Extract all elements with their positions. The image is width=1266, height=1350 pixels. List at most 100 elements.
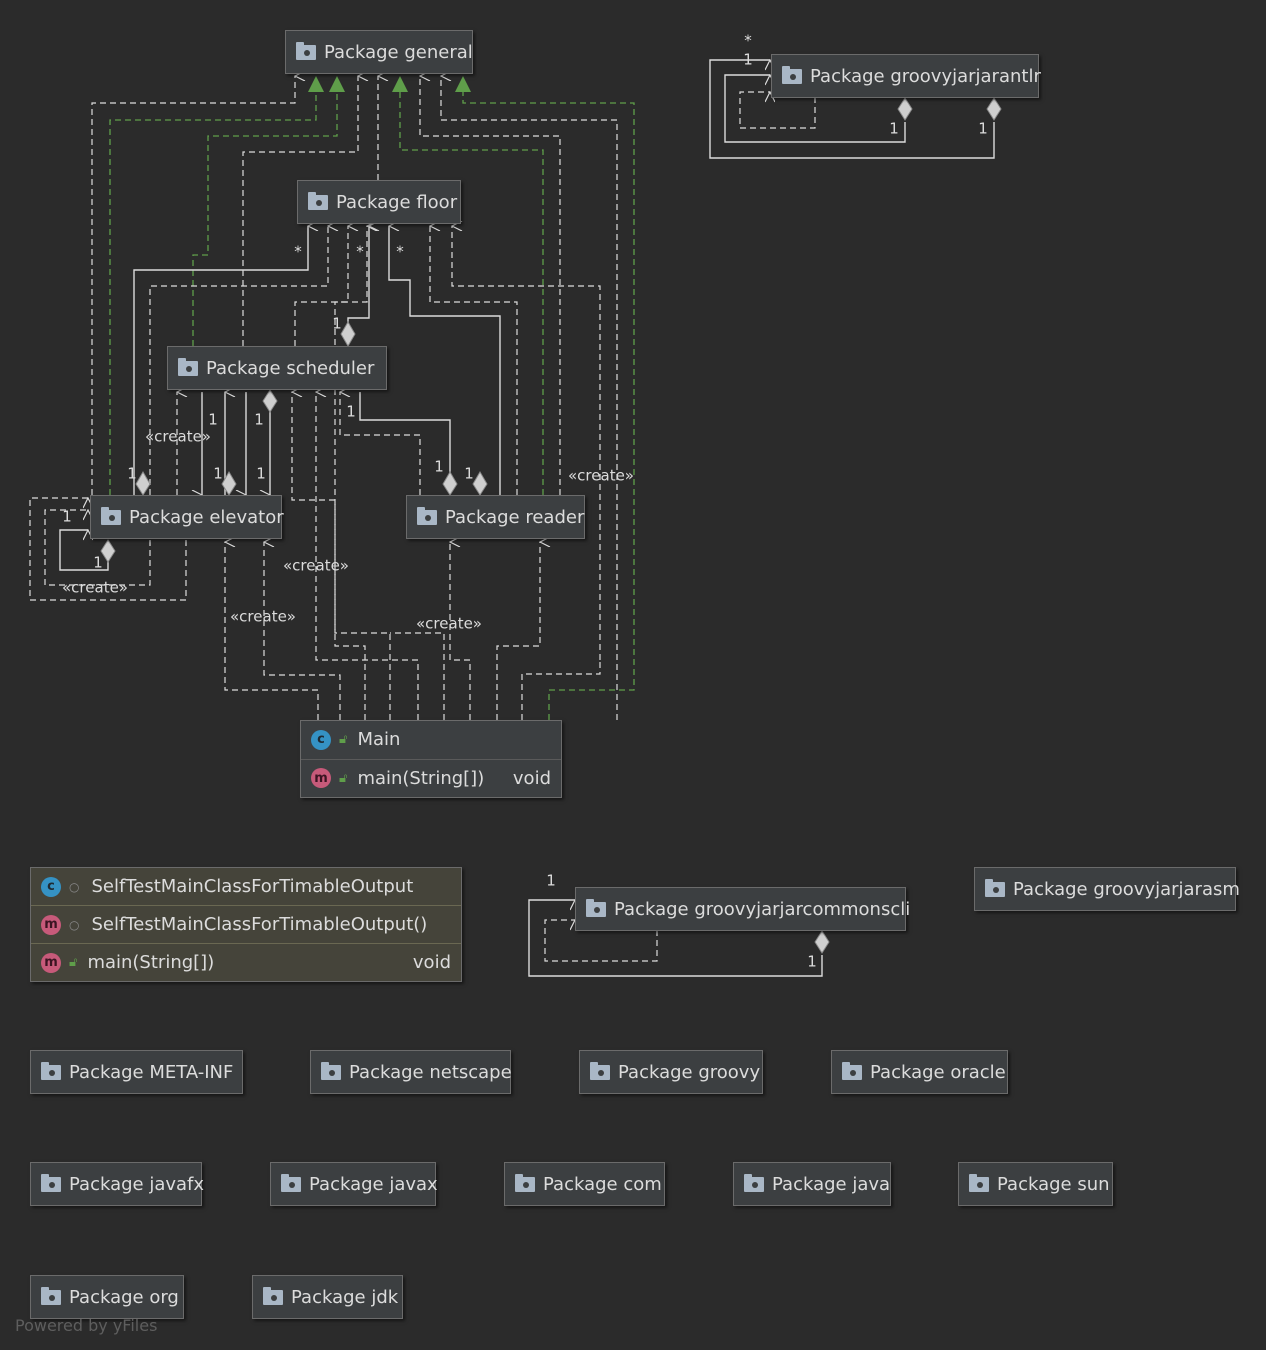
folder-icon: [590, 1061, 610, 1080]
multiplicity-label: *: [294, 242, 302, 261]
package-floor-node[interactable]: Package floor: [297, 180, 461, 224]
selftest-class-node[interactable]: c ○ SelfTestMainClassForTimableOutput m …: [30, 867, 462, 982]
public-lock-icon: 🔓︎: [339, 770, 348, 786]
package-reader-node[interactable]: Package reader: [406, 495, 585, 539]
multiplicity-label: 1: [464, 464, 474, 483]
package-oracle-node[interactable]: Package oracle: [831, 1050, 1008, 1094]
package-label: Package javax: [309, 1173, 438, 1195]
class-icon: c: [41, 876, 61, 897]
method-icon: m: [41, 952, 61, 973]
folder-icon: [969, 1173, 989, 1192]
method-row[interactable]: m 🔓︎ main(String[]) void: [301, 760, 561, 798]
package-label: Package oracle: [870, 1061, 1006, 1083]
package-scheduler-node[interactable]: Package scheduler: [167, 346, 387, 390]
package-label: Package groovyjarjarasm: [1013, 878, 1240, 900]
multiplicity-label: *: [356, 242, 364, 261]
multiplicity-label: *: [396, 242, 404, 261]
package-label: Package groovyjarjarcommonscli: [614, 898, 911, 920]
package-label: Package reader: [445, 506, 585, 528]
package-label: Package jdk: [291, 1286, 399, 1308]
method-signature: main(String[]): [357, 767, 485, 789]
create-label: «create»: [568, 466, 634, 485]
package-label: Package java: [772, 1173, 891, 1195]
folder-icon: [178, 357, 198, 376]
multiplicity-label: 1: [434, 457, 444, 476]
return-type: void: [412, 952, 451, 973]
folder-icon: [41, 1061, 61, 1080]
multiplicity-label: 1: [807, 952, 817, 971]
package-groovyjarjarantlr-node[interactable]: Package groovyjarjarantlr: [771, 54, 1041, 98]
folder-icon: [321, 1061, 341, 1080]
folder-icon: [417, 506, 437, 525]
package-label: Package scheduler: [206, 357, 375, 379]
multiplicity-label: 1: [254, 410, 264, 429]
return-type: void: [512, 767, 551, 789]
multiplicity-label: 1: [127, 464, 137, 483]
package-label: Package org: [69, 1286, 179, 1308]
public-lock-icon: 🔓︎: [339, 732, 348, 748]
multiplicity-label: *: [744, 31, 752, 50]
package-meta-inf-node[interactable]: Package META-INF: [30, 1050, 243, 1094]
multiplicity-label: 1: [62, 507, 72, 526]
package-netscape-node[interactable]: Package netscape: [310, 1050, 512, 1094]
folder-icon: [782, 65, 802, 84]
public-lock-icon: 🔓︎: [69, 955, 78, 970]
method-icon: m: [311, 768, 331, 789]
class-header: c ○ SelfTestMainClassForTimableOutput: [31, 868, 461, 906]
package-label: Package com: [543, 1173, 662, 1195]
package-label: Package floor: [336, 191, 458, 213]
multiplicity-label: 1: [743, 50, 753, 69]
package-groovyjarjarasm-node[interactable]: Package groovyjarjarasm: [974, 867, 1240, 911]
folder-icon: [296, 41, 316, 60]
package-org-node[interactable]: Package org: [30, 1275, 184, 1319]
package-javax-node[interactable]: Package javax: [270, 1162, 438, 1206]
package-sun-node[interactable]: Package sun: [958, 1162, 1113, 1206]
folder-icon: [101, 506, 121, 525]
package-jdk-node[interactable]: Package jdk: [252, 1275, 403, 1319]
package-label: Package elevator: [129, 506, 284, 528]
package-label: Package sun: [997, 1173, 1110, 1195]
main-class-node[interactable]: c 🔓︎ Main m 🔓︎ main(String[]) void: [300, 720, 562, 798]
package-java-node[interactable]: Package java: [733, 1162, 891, 1206]
folder-icon: [41, 1286, 61, 1305]
class-name: Main: [357, 729, 401, 751]
class-icon: c: [311, 729, 331, 750]
create-label: «create»: [62, 578, 128, 597]
constructor-row[interactable]: m ○ SelfTestMainClassForTimableOutput(): [31, 906, 461, 944]
folder-icon: [985, 878, 1005, 897]
multiplicity-label: 1: [93, 553, 103, 572]
multiplicity-label: 1: [208, 410, 218, 429]
create-label: «create»: [283, 556, 349, 575]
method-row[interactable]: m 🔓︎ main(String[]) void: [31, 944, 461, 981]
multiplicity-label: 1: [978, 119, 988, 138]
footer-credit: Powered by yFiles: [15, 1316, 158, 1335]
folder-icon: [41, 1173, 61, 1192]
multiplicity-label: 1: [546, 871, 556, 890]
package-label: Package netscape: [349, 1061, 512, 1083]
multiplicity-label: 1: [332, 314, 342, 333]
multiplicity-label: 1: [889, 119, 899, 138]
create-label: «create»: [230, 607, 296, 626]
folder-icon: [842, 1061, 862, 1080]
folder-icon: [263, 1286, 283, 1305]
multiplicity-label: 1: [256, 464, 266, 483]
package-label: Package groovy: [618, 1061, 761, 1083]
class-name: SelfTestMainClassForTimableOutput: [91, 876, 414, 897]
package-javafx-node[interactable]: Package javafx: [30, 1162, 205, 1206]
folder-icon: [744, 1173, 764, 1192]
multiplicity-label: 1: [213, 464, 223, 483]
folder-icon: [281, 1173, 301, 1192]
class-header: c 🔓︎ Main: [301, 721, 561, 760]
package-label: Package javafx: [69, 1173, 205, 1195]
package-groovy-node[interactable]: Package groovy: [579, 1050, 763, 1094]
method-icon: m: [41, 914, 61, 935]
package-label: Package general: [324, 41, 473, 63]
package-private-dot-icon: ○: [69, 917, 80, 932]
package-groovyjarjarcommonscli-node[interactable]: Package groovyjarjarcommonscli: [575, 887, 910, 931]
package-private-dot-icon: ○: [69, 879, 80, 894]
package-general-node[interactable]: Package general: [285, 30, 473, 74]
package-label: Package groovyjarjarantlr: [810, 65, 1041, 87]
package-elevator-node[interactable]: Package elevator: [90, 495, 284, 539]
package-com-node[interactable]: Package com: [504, 1162, 665, 1206]
